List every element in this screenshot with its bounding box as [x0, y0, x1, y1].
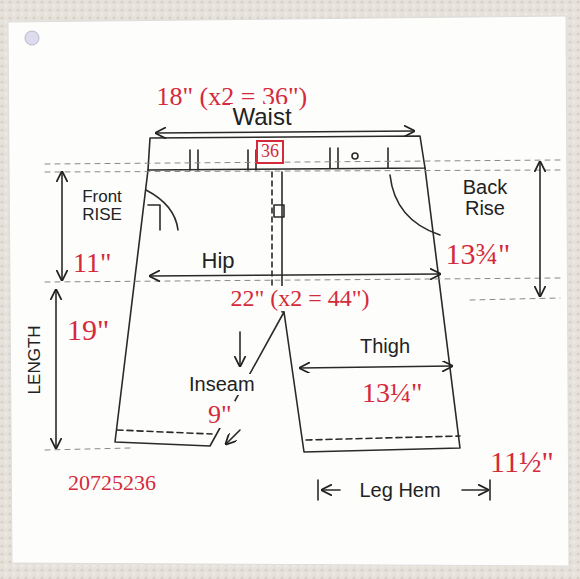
dimension: 13¼"	[359, 378, 425, 407]
waistband	[148, 136, 425, 170]
leg-hem-arrow-end	[462, 489, 488, 491]
leg-hem-ticks	[318, 480, 490, 500]
hip-arrow	[150, 274, 440, 276]
dimension: 13¾"	[443, 238, 514, 270]
fly-seam	[281, 172, 283, 300]
hems	[117, 430, 460, 440]
part-name: LENGTH	[25, 322, 43, 397]
guide-lines	[45, 160, 560, 450]
thigh-arrow	[300, 366, 452, 368]
back-pocket	[390, 175, 440, 235]
item-number: 20725236	[65, 471, 159, 494]
dimension: 22" (x2 = 44")	[228, 286, 373, 311]
inseam-arrow-end	[226, 430, 240, 444]
part-name: Leg Hem	[357, 480, 444, 501]
dimension: 9"	[205, 401, 235, 428]
push-pin	[25, 31, 39, 45]
shorts-outline	[115, 168, 460, 452]
inseam-arrow	[239, 332, 241, 366]
size-number: 36	[261, 142, 279, 162]
front-pocket	[146, 190, 178, 230]
part-name: Inseam	[186, 374, 258, 395]
dimension: 11"	[70, 248, 114, 277]
size-box: 36	[256, 140, 284, 164]
leg-hem-arrow	[322, 489, 340, 491]
dimension: 19"	[64, 314, 112, 346]
part-name: Front RISE	[69, 188, 135, 224]
belt-loops	[190, 148, 388, 170]
part-name: Thigh	[357, 336, 413, 357]
waist-arrow	[156, 131, 414, 133]
back-rise-arrow	[539, 162, 541, 296]
fly-tab	[274, 205, 284, 217]
button	[352, 153, 358, 159]
front-rise-arrow	[61, 172, 63, 280]
paper	[8, 16, 569, 566]
part-name: Back Rise	[452, 177, 518, 219]
dimension: 11½"	[487, 446, 557, 478]
part-name: Hip	[199, 249, 238, 272]
length-arrow	[55, 290, 57, 448]
part-name: Waist	[230, 104, 295, 129]
